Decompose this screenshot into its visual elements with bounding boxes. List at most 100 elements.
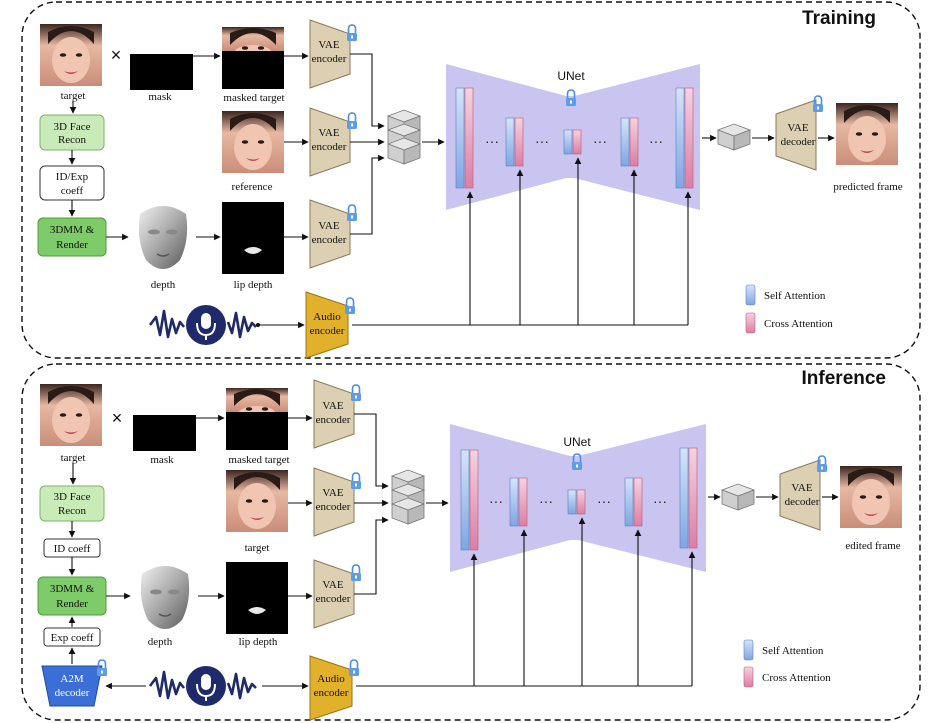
svg-text:VAE: VAE: [322, 487, 343, 499]
inf-legend-cross-swatch: [743, 666, 754, 688]
inf-depth-label: depth: [148, 636, 173, 648]
masked-target-label: masked target: [223, 92, 284, 104]
reference-label: reference: [232, 181, 273, 193]
inf-audio-signal-icon: [148, 664, 258, 708]
inf-audio-encoder: Audio encoder: [309, 655, 360, 721]
ellipsis: ···: [653, 493, 667, 509]
inf-depth-image: [131, 559, 199, 637]
vae-encoder-1: VAE encoder: [309, 19, 358, 89]
audio-signal-icon: [148, 303, 258, 347]
inf-target-image: [40, 384, 102, 446]
ellipsis: ···: [597, 493, 611, 509]
target-label: target: [61, 90, 86, 102]
ellipsis: ···: [485, 133, 499, 149]
output-latent-cube: [717, 123, 751, 151]
reference-image: [222, 111, 284, 173]
inf-reference-image: [226, 470, 288, 532]
svg-text:decoder: decoder: [55, 687, 90, 699]
lock-icon: [816, 455, 828, 473]
a2m-decoder: A2M decoder: [41, 659, 108, 707]
lock-icon: [346, 112, 358, 130]
ellipsis: ···: [649, 133, 663, 149]
inf-lip-depth-label: lip depth: [239, 636, 278, 648]
predicted-frame-label: predicted frame: [833, 181, 902, 193]
svg-text:VAE: VAE: [318, 39, 339, 51]
svg-text:encoder: encoder: [314, 687, 349, 699]
ellipsis: ···: [535, 133, 549, 149]
inf-render-label-1: 3DMM &: [50, 583, 95, 595]
unet-blocks: [455, 87, 694, 189]
depth-label: depth: [151, 279, 176, 291]
svg-text:decoder: decoder: [781, 136, 816, 148]
inf-exp-coeff-label: Exp coeff: [51, 632, 94, 644]
lock-icon: [350, 564, 362, 582]
inf-face-recon-label-1: 3D Face: [54, 491, 91, 503]
legend-cross-label: Cross Attention: [764, 318, 833, 330]
lip-depth-image: [222, 202, 284, 274]
inf-output-latent-cube: [721, 483, 755, 511]
svg-text:encoder: encoder: [312, 234, 347, 246]
svg-text:Audio: Audio: [317, 673, 345, 685]
legend-self-label: Self Attention: [764, 290, 826, 302]
latent-cube-stack: [387, 109, 421, 165]
lock-icon: [350, 472, 362, 490]
lock-icon: [812, 95, 824, 113]
ellipsis: ···: [489, 493, 503, 509]
face-recon-label-2: Recon: [58, 134, 87, 146]
target-image: [40, 24, 102, 86]
svg-text:encoder: encoder: [316, 593, 351, 605]
svg-text:A2M: A2M: [60, 673, 83, 685]
inf-face-recon-label-2: Recon: [58, 505, 87, 517]
svg-text:VAE: VAE: [322, 579, 343, 591]
lock-icon: [344, 297, 356, 315]
vae-encoder-2: VAE encoder: [309, 107, 358, 177]
svg-text:VAE: VAE: [322, 400, 343, 412]
inf-vae-decoder: VAE decoder: [779, 455, 828, 531]
inf-target-label: target: [61, 452, 86, 464]
lock-icon: [346, 24, 358, 42]
svg-text:decoder: decoder: [785, 496, 820, 508]
inf-latent-cube-stack: [391, 469, 425, 525]
svg-text:encoder: encoder: [312, 53, 347, 65]
inf-render-label-2: Render: [56, 598, 88, 610]
audio-encoder: Audio encoder: [305, 291, 356, 359]
edited-frame-image: [840, 466, 902, 528]
depth-image: [129, 199, 197, 277]
svg-text:VAE: VAE: [318, 127, 339, 139]
vae-encoder-3: VAE encoder: [309, 199, 358, 269]
inference-title: Inference: [802, 368, 886, 389]
lock-icon: [350, 384, 362, 402]
predicted-frame-image: [836, 103, 898, 165]
legend-self-swatch: [745, 284, 756, 306]
masked-target-image: [222, 27, 284, 89]
inf-vae-encoder-2: VAE encoder: [313, 467, 362, 537]
lock-icon: [96, 659, 108, 677]
inf-id-coeff-label: ID coeff: [54, 543, 91, 555]
inf-multiply-sign: ×: [112, 408, 123, 428]
coeff-label-1: ID/Exp: [56, 171, 89, 183]
mask-image: [130, 54, 193, 90]
legend-cross-swatch: [745, 312, 756, 334]
svg-text:encoder: encoder: [310, 325, 345, 337]
svg-text:Audio: Audio: [313, 311, 341, 323]
inf-lip-depth-image: [226, 562, 288, 634]
unet-label: UNet: [557, 69, 585, 83]
inf-unet-label: UNet: [563, 435, 591, 449]
lip-depth-label: lip depth: [234, 279, 273, 291]
multiply-sign: ×: [111, 45, 122, 65]
edited-frame-label: edited frame: [845, 540, 900, 552]
inf-masked-target-image: [226, 388, 288, 450]
face-recon-label-1: 3D Face: [54, 121, 91, 133]
lock-icon-unet: [565, 89, 577, 107]
render-label-2: Render: [56, 239, 88, 251]
ellipsis: ···: [593, 133, 607, 149]
mask-label: mask: [148, 91, 172, 103]
svg-text:encoder: encoder: [316, 501, 351, 513]
inf-mask-image: [133, 415, 196, 451]
inf-mask-label: mask: [150, 454, 174, 466]
svg-text:VAE: VAE: [787, 122, 808, 134]
inf-reference-label: target: [245, 542, 270, 554]
inf-vae-encoder-1: VAE encoder: [313, 379, 362, 449]
inference-panel: [21, 363, 921, 721]
